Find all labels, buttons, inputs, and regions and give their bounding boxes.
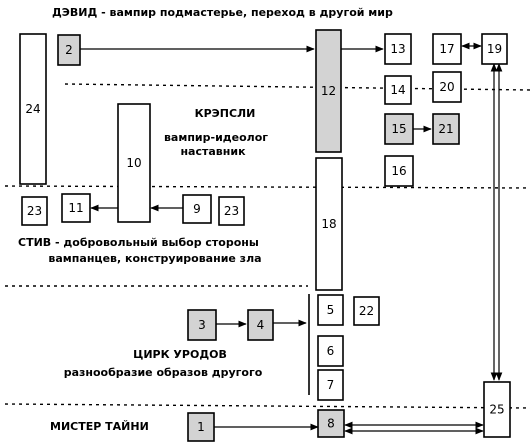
node-box (317, 409, 345, 438)
header-circus-desc: разнообразие образов другого (64, 366, 263, 379)
node-n19: 19 (481, 33, 508, 65)
node-box (432, 113, 460, 145)
node-n2: 2 (57, 34, 81, 66)
node-box (432, 33, 462, 65)
node-box (384, 155, 414, 187)
node-box (247, 309, 274, 341)
node-label: 6 (327, 344, 335, 358)
node-n17: 17 (432, 33, 462, 65)
node-n23b: 23 (218, 196, 245, 226)
node-box (117, 103, 151, 223)
node-label: 18 (321, 217, 336, 231)
node-box (432, 71, 462, 103)
node-n1: 1 (187, 412, 215, 442)
node-n18: 18 (315, 157, 343, 291)
node-box (19, 33, 47, 185)
node-label: 14 (390, 83, 405, 97)
node-n8: 8 (317, 409, 345, 438)
node-n5: 5 (317, 294, 344, 326)
node-n4: 4 (247, 309, 274, 341)
node-box (61, 193, 91, 223)
header-david: ДЭВИД - вампир подмастерье, переход в др… (52, 6, 393, 19)
node-box (384, 113, 414, 145)
node-label: 2 (65, 43, 73, 57)
node-box (315, 29, 342, 153)
node-box (481, 33, 508, 65)
header-crepsley-desc1: вампир-идеолог (164, 131, 268, 144)
node-n23a: 23 (21, 196, 48, 226)
node-n9: 9 (182, 194, 212, 224)
node-label: 23 (27, 204, 42, 218)
node-box (218, 196, 245, 226)
header-circus-name: ЦИРК УРОДОВ (133, 348, 227, 361)
node-n10: 10 (117, 103, 151, 223)
node-label: 19 (487, 42, 502, 56)
node-label: 3 (198, 318, 206, 332)
node-label: 23 (224, 204, 239, 218)
node-label: 16 (391, 164, 406, 178)
node-n24: 24 (19, 33, 47, 185)
node-label: 1 (197, 420, 205, 434)
node-n22: 22 (353, 296, 380, 326)
node-box (57, 34, 81, 66)
node-box (353, 296, 380, 326)
node-n21: 21 (432, 113, 460, 145)
node-n15: 15 (384, 113, 414, 145)
section-divider-crepsley (4, 185, 530, 189)
node-label: 11 (68, 201, 83, 215)
node-box (317, 335, 344, 367)
node-n14: 14 (384, 75, 412, 105)
node-n13: 13 (384, 33, 412, 65)
header-tiny: МИСТЕР ТАЙНИ (50, 420, 149, 433)
node-box (384, 33, 412, 65)
node-box (317, 369, 344, 401)
node-n25: 25 (483, 381, 511, 438)
node-label: 15 (391, 122, 406, 136)
node-box (384, 75, 412, 105)
node-n11: 11 (61, 193, 91, 223)
node-label: 17 (439, 42, 454, 56)
node-n12: 12 (315, 29, 342, 153)
node-box (483, 381, 511, 438)
node-box (187, 309, 217, 341)
node-box (21, 196, 48, 226)
node-label: 9 (193, 202, 201, 216)
node-label: 22 (359, 304, 374, 318)
node-n7: 7 (317, 369, 344, 401)
node-label: 21 (438, 122, 453, 136)
node-label: 4 (257, 318, 265, 332)
node-label: 13 (390, 42, 405, 56)
node-label: 24 (25, 102, 40, 116)
node-box (187, 412, 215, 442)
node-label: 25 (489, 403, 504, 417)
header-steve-line1: СТИВ - добровольный выбор стороны (18, 236, 259, 249)
node-label: 5 (327, 303, 335, 317)
node-box (317, 294, 344, 326)
node-label: 7 (327, 378, 335, 392)
node-n20: 20 (432, 71, 462, 103)
node-label: 10 (126, 156, 141, 170)
node-n6: 6 (317, 335, 344, 367)
node-label: 20 (439, 80, 454, 94)
node-n3: 3 (187, 309, 217, 341)
section-divider-circus (4, 403, 530, 409)
header-crepsley-desc2: наставник (180, 145, 246, 158)
node-box (315, 157, 343, 291)
node-n16: 16 (384, 155, 414, 187)
node-label: 8 (327, 417, 335, 431)
header-steve-line2: вампанцев, конструирование зла (48, 252, 261, 265)
node-box (182, 194, 212, 224)
header-crepsley-name: КРЭПСЛИ (195, 107, 256, 120)
node-label: 12 (321, 84, 336, 98)
